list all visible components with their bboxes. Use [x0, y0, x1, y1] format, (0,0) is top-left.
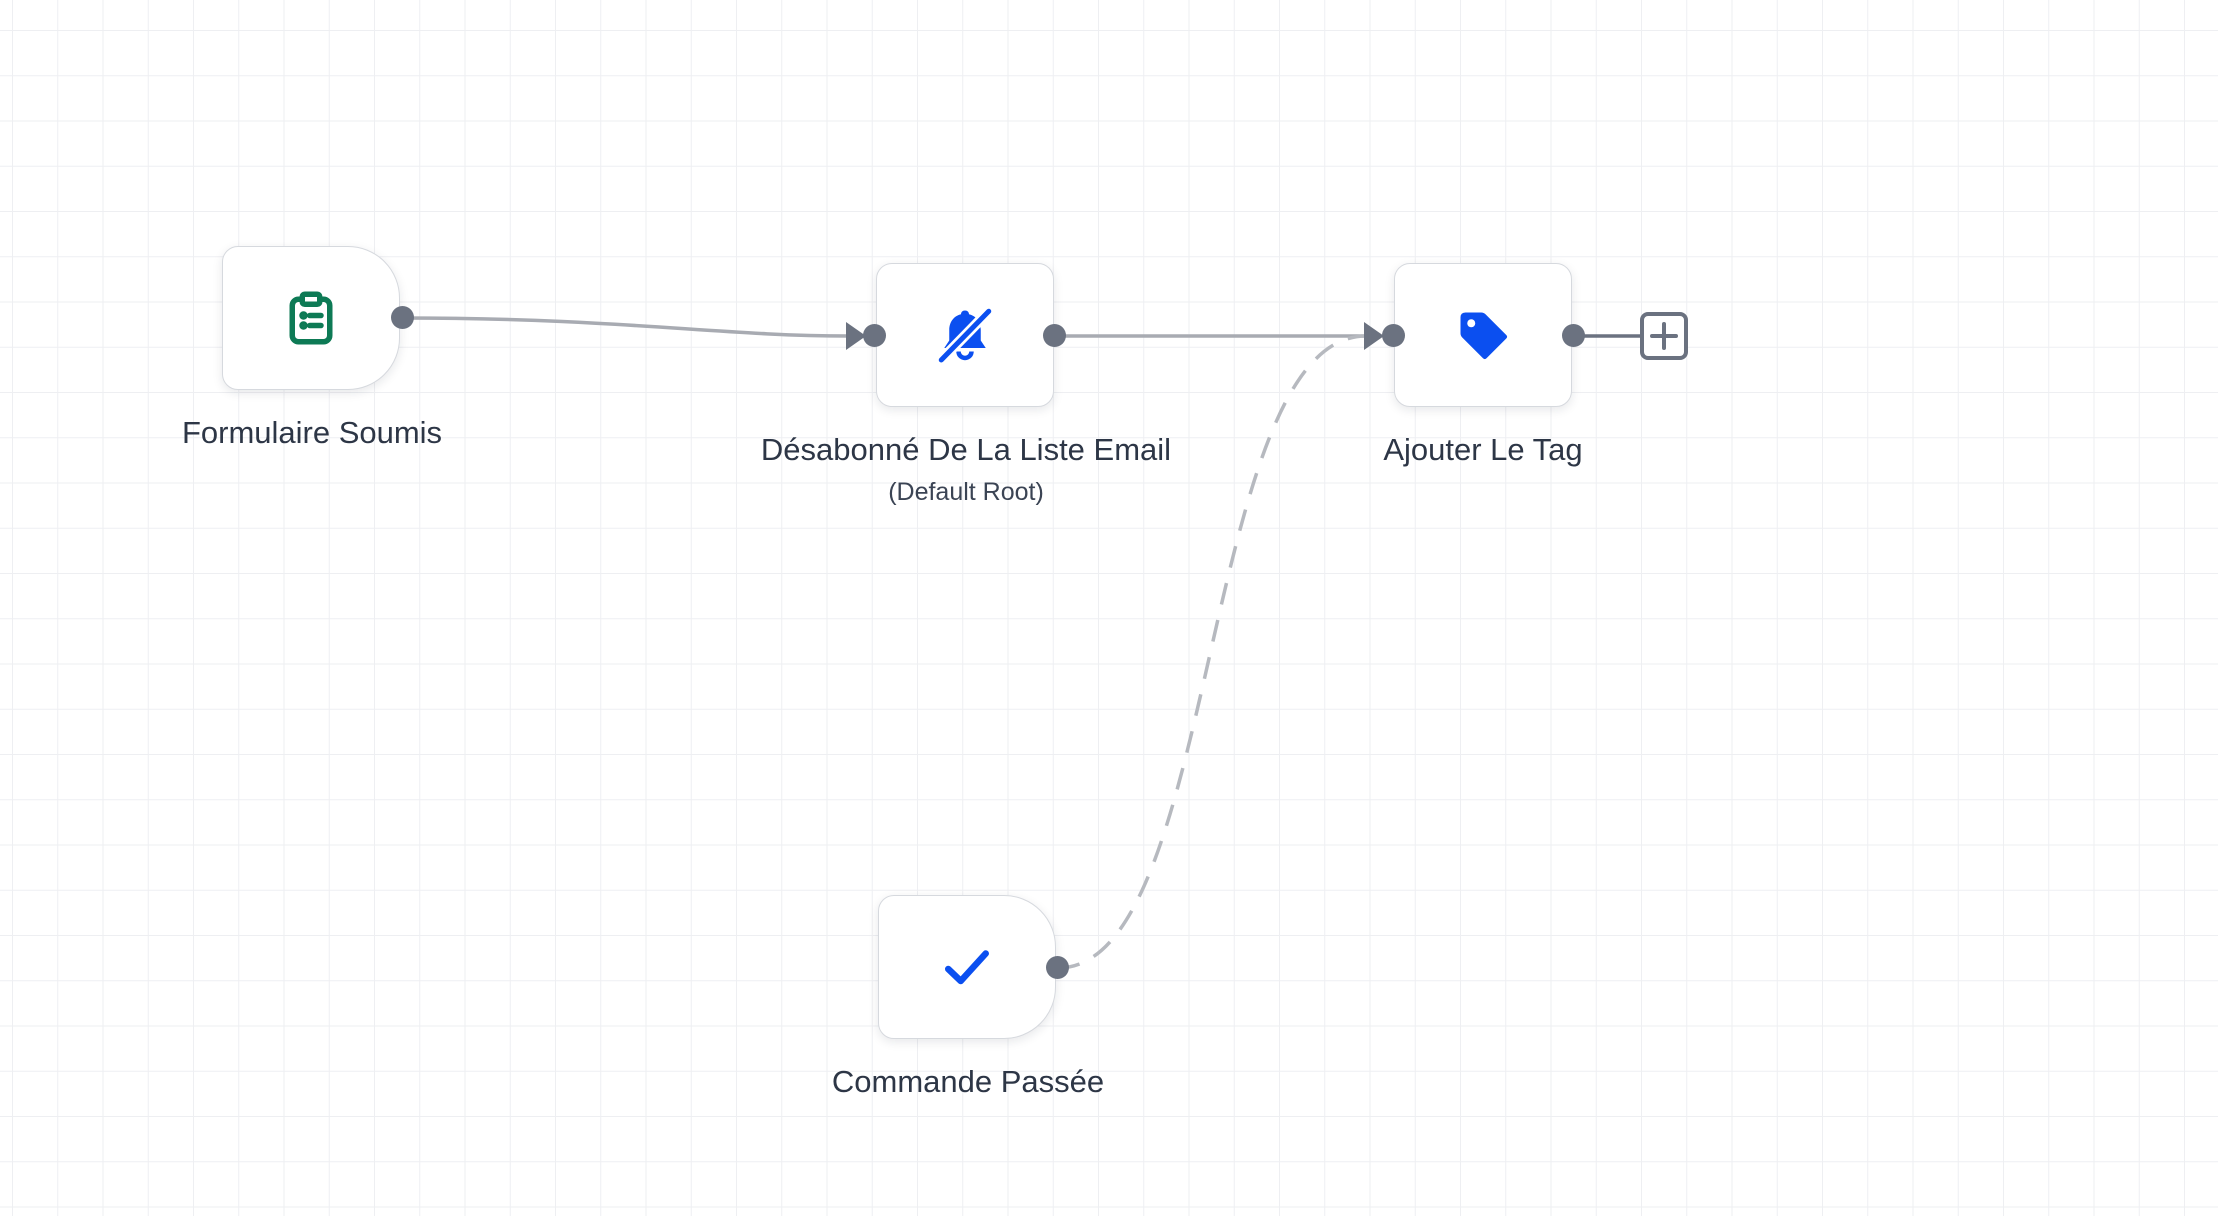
node-label-add-tag: Ajouter Le Tag	[1383, 432, 1583, 467]
bell-slash-icon	[936, 306, 994, 365]
node-sublabel: (Default Root)	[888, 478, 1044, 506]
output-port[interactable]	[1043, 324, 1066, 347]
output-port[interactable]	[391, 306, 414, 329]
output-port[interactable]	[1562, 324, 1585, 347]
tag-icon	[1460, 312, 1508, 360]
input-port[interactable]	[863, 324, 886, 347]
plus-square-icon[interactable]	[1640, 312, 1688, 360]
node-title: Désabonné De La Liste Email	[760, 432, 1172, 467]
trigger-node-order-placed[interactable]	[878, 895, 1056, 1039]
node-label-order-placed: Commande Passée	[831, 1064, 1105, 1099]
check-icon	[945, 950, 989, 985]
node-label-unsubscribed: Désabonné De La Liste Email (Default Roo…	[756, 430, 1176, 512]
arrowhead-add-tag	[1364, 322, 1384, 350]
edge-order-to-tag[interactable]	[1057, 334, 1367, 970]
action-node-unsubscribed[interactable]	[876, 263, 1054, 407]
edge-form-to-unsubscribe[interactable]	[402, 316, 849, 338]
node-label-form-submitted: Formulaire Soumis	[181, 415, 443, 450]
output-port[interactable]	[1046, 956, 1069, 979]
trigger-node-form-submitted[interactable]	[222, 246, 400, 390]
input-port[interactable]	[1382, 324, 1405, 347]
clipboard-list-icon	[289, 291, 333, 345]
arrowhead-unsubscribe	[846, 322, 866, 350]
action-node-add-tag[interactable]	[1394, 263, 1572, 407]
